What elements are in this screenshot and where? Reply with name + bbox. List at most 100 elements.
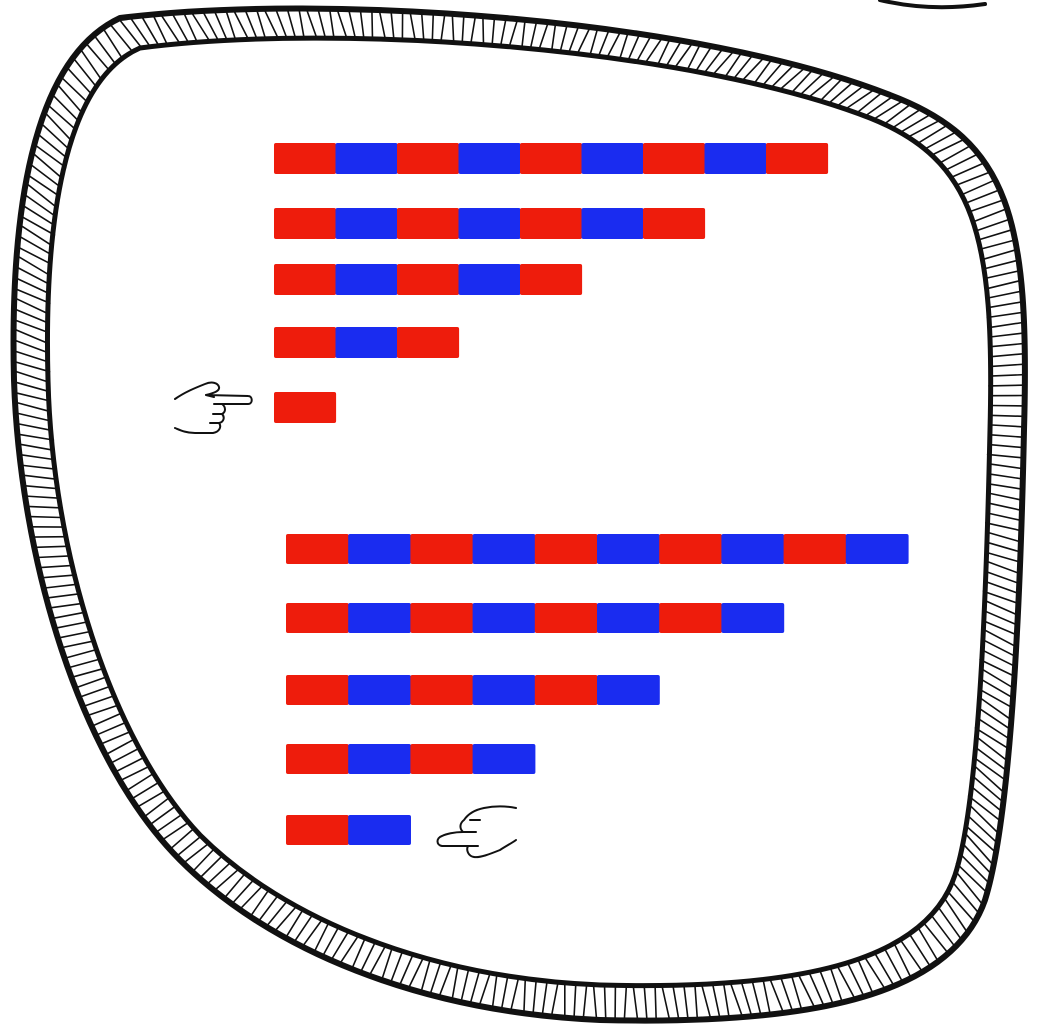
hatch-stroke [917,124,948,144]
hatch-stroke [974,746,1008,772]
hatch-stroke [32,152,62,178]
hatch-stroke [686,43,702,71]
red-segment [643,143,706,174]
red-segment [410,675,474,705]
hatch-stroke [984,580,1021,595]
hatch-stroke [159,12,181,45]
hatch-stroke [13,307,49,324]
hatch-stroke [381,947,393,981]
hatch-stroke [286,7,297,40]
hatch-stroke [972,756,1008,782]
bottom-row-3 [286,675,660,705]
blob-outer-outline [10,5,1028,1024]
hatch-stroke [987,290,1023,299]
blue-segment [458,264,521,295]
hatch-stroke [576,26,592,55]
red-segment [520,264,583,295]
red-segment [659,603,722,633]
hatch-stroke [988,384,1028,387]
hatch-stroke [964,188,1001,204]
hatch-stroke [272,904,298,934]
hatch-stroke [986,541,1022,553]
hatch-stroke [135,789,167,809]
hatch-stroke [359,941,377,974]
hatch-stroke [732,53,754,80]
hatch-stroke [944,898,968,933]
hatch-stroke [977,238,1018,251]
hatch-stroke [45,112,71,140]
hatch-stroke [108,22,134,54]
hatch-stroke [58,74,90,104]
hatch-stroke [989,321,1024,329]
hatch-stroke [15,412,51,422]
hatch-stroke [899,113,933,134]
red-segment [534,534,598,564]
hatch-stroke [589,27,599,56]
hatch-stroke [106,739,134,755]
hatch-stroke [635,34,652,63]
bottom-row-2 [286,603,785,633]
hatch-stroke [54,621,88,630]
hatch-stroke [398,953,414,987]
hatch-stroke [274,7,288,40]
hatch-stroke [857,958,874,995]
hatch-stroke [949,161,987,179]
hatch-stroke [12,349,50,363]
hatch-stroke [606,30,622,59]
hatch-stroke [438,963,453,999]
hatch-stroke [700,983,712,1021]
hatch-stroke [317,7,327,39]
hatch-stroke [113,756,146,774]
hatch-stroke [982,249,1017,261]
hatch-stroke [478,971,492,1008]
hatch-stroke [541,980,548,1017]
blue-segment [348,534,411,564]
hatch-stroke [231,878,255,905]
hatch-stroke [984,629,1016,647]
bottom-row-5 [286,815,411,845]
blue-segment [721,534,785,564]
hatch-stroke [102,27,123,59]
blue-segment [458,208,521,239]
blue-segment [597,534,660,564]
hatch-stroke [255,8,267,40]
hatch-stroke [711,49,736,76]
hatch-stroke [328,7,335,40]
hatch-stroke [84,41,111,72]
hatch-stroke [232,8,250,41]
blob-hatching [11,7,1028,1022]
hatch-stroke [930,137,967,157]
hatch-stroke [378,9,387,41]
hatch-stroke [15,266,50,285]
hatch-stroke [98,730,133,746]
hatch-stroke [807,74,836,99]
blue-segment [348,603,411,633]
hatch-stroke [991,424,1024,428]
hatch-stroke [95,721,127,737]
red-segment [783,534,847,564]
hatch-stroke [11,360,51,373]
hatch-stroke [67,658,101,669]
hatch-stroke [978,688,1015,710]
hatch-stroke [673,41,694,69]
hatch-stroke [190,10,211,43]
hatch-stroke [36,555,71,559]
hatch-stroke [988,443,1025,449]
hatch-stroke [986,311,1027,319]
hatch-stroke [93,34,117,65]
hatch-stroke [550,981,559,1018]
hatch-stroke [665,39,683,68]
red-segment [274,392,337,423]
hatch-stroke [451,13,455,44]
red-segment [397,208,460,239]
hatch-stroke [43,583,77,589]
hatch-stroke [368,944,387,977]
red-segment [659,534,722,564]
hatch-stroke [140,14,160,47]
hatch-stroke [808,971,826,1008]
red-segment [410,744,474,774]
hatch-stroke [799,71,825,96]
hatch-stroke [14,432,55,441]
hatch-stroke [972,775,1004,803]
hatch-stroke [40,122,70,150]
